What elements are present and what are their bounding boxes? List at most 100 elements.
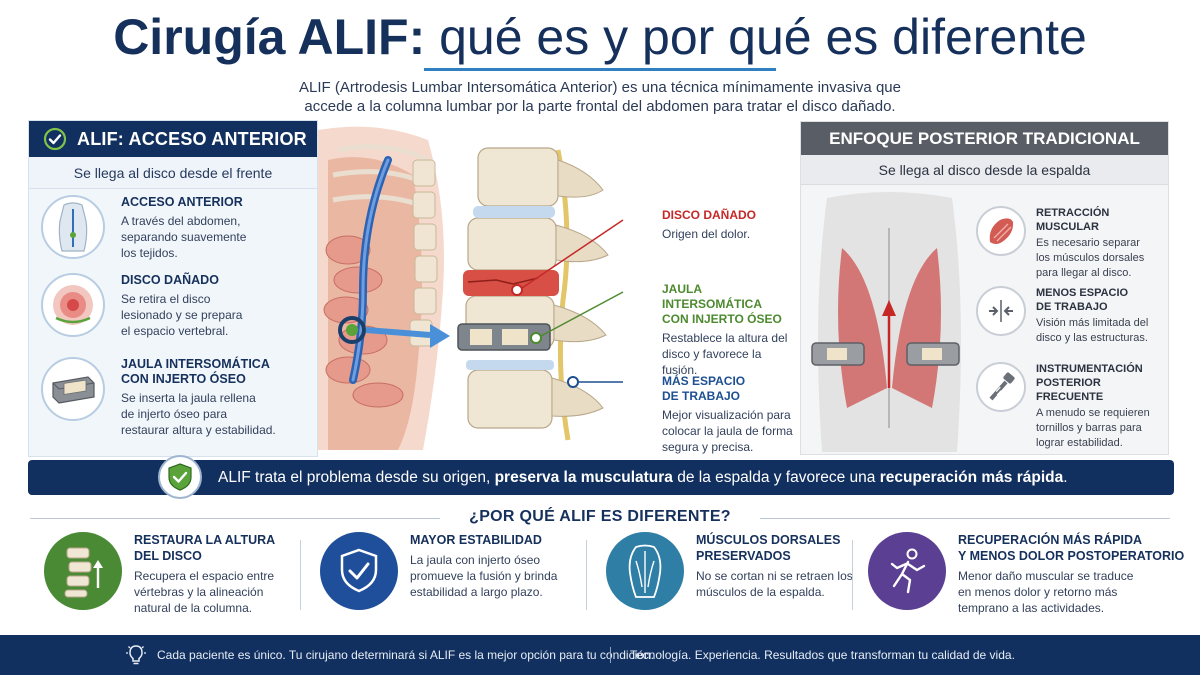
benefit-line: natural de la columna. xyxy=(134,601,253,615)
alif-panel-title: ALIF: ACCESO ANTERIOR xyxy=(77,128,307,149)
benefit-line: promueve la fusión y brinda xyxy=(410,569,558,583)
lightbulb-icon xyxy=(126,645,146,665)
posterior-panel-title: ENFOQUE POSTERIOR TRADICIONAL xyxy=(801,122,1168,155)
runner-icon xyxy=(868,532,946,610)
benefit-heading-1: RESTAURA LA ALTURA xyxy=(134,533,276,547)
benefit-heading-1: MÚSCULOS DORSALES xyxy=(696,533,841,547)
benefit-disc-height: RESTAURA LA ALTURA DEL DISCO Recupera el… xyxy=(44,532,275,616)
title-light: qué es y por qué es diferente xyxy=(425,9,1087,65)
feature-heading-2: POSTERIOR FRECUENTE xyxy=(1036,377,1104,403)
feature-anterior-access: ACCESO ANTERIOR A través del abdomen, se… xyxy=(41,195,311,261)
title-underline xyxy=(424,68,776,71)
feature-heading: RETRACCIÓN MUSCULAR xyxy=(1036,207,1110,233)
benefit-heading-1: MAYOR ESTABILIDAD xyxy=(410,533,542,547)
alif-panel-subtitle: Se llega al disco desde el frente xyxy=(29,157,317,189)
feature-line: Es necesario separar xyxy=(1036,237,1140,249)
footer-separator xyxy=(610,647,611,663)
feature-line: para llegar al disco. xyxy=(1036,267,1132,279)
benefit-line: La jaula con injerto óseo xyxy=(410,553,541,567)
label-heading-1: MÁS ESPACIO xyxy=(662,374,746,388)
intro-line-2: accede a la columna lumbar por la parte … xyxy=(304,98,896,115)
benefit-recovery: RECUPERACIÓN MÁS RÁPIDA Y MENOS DOLOR PO… xyxy=(868,532,1184,616)
banner-part: de la espalda y favorece una xyxy=(672,469,880,486)
divider xyxy=(760,518,1170,519)
label-damaged-disc: DISCO DAÑADO Origen del dolor. xyxy=(662,208,756,242)
intro-text: ALIF (Artrodesis Lumbar Intersomática An… xyxy=(250,78,950,116)
banner-part: . xyxy=(1063,469,1068,486)
disc-icon xyxy=(41,273,105,337)
benefit-separator xyxy=(586,540,587,610)
benefit-muscles: MÚSCULOS DORSALES PRESERVADOS No se cort… xyxy=(606,532,853,610)
benefit-line: No se cortan ni se retraen los xyxy=(696,569,853,583)
benefit-line: en menos dolor y retorno más xyxy=(958,585,1118,599)
label-desc: colocar la jaula de forma xyxy=(662,424,793,438)
feature-damaged-disc: DISCO DAÑADO Se retira el disco lesionad… xyxy=(41,273,311,339)
benefit-line: estabilidad a largo plazo. xyxy=(410,585,543,599)
feature-line: lesionado y se prepara xyxy=(121,308,243,322)
intro-line-1: ALIF (Artrodesis Lumbar Intersomática An… xyxy=(299,79,901,96)
label-heading-1: JAULA INTERSOMÁTICA xyxy=(662,282,762,311)
alif-panel-header: ALIF: ACCESO ANTERIOR xyxy=(29,121,317,157)
torso-icon xyxy=(41,195,105,259)
feature-line: separando suavemente xyxy=(121,230,247,244)
label-working-space: MÁS ESPACIO DE TRABAJO Mejor visualizaci… xyxy=(662,374,793,455)
benefit-stability: MAYOR ESTABILIDAD La jaula con injerto ó… xyxy=(320,532,557,610)
page-title: Cirugía ALIF: qué es y por qué es difere… xyxy=(0,6,1200,68)
spine-anatomy-figure xyxy=(318,126,624,451)
label-desc: segura y precisa. xyxy=(662,440,754,454)
footer-left-text: Cada paciente es único. Tu cirujano dete… xyxy=(157,648,654,662)
why-heading: ¿POR QUÉ ALIF ES DIFERENTE? xyxy=(469,508,731,525)
feature-heading: ACCESO ANTERIOR xyxy=(121,195,243,209)
anatomy-illustration: DISCO DAÑADO Origen del dolor. JAULA INT… xyxy=(318,120,798,455)
title-bold: Cirugía ALIF: xyxy=(113,9,426,65)
feature-line: Se inserta la jaula rellena xyxy=(121,391,256,405)
label-cage: JAULA INTERSOMÁTICA CON INJERTO ÓSEO Res… xyxy=(662,282,798,378)
divider xyxy=(30,518,440,519)
feature-less-space: MENOS ESPACIO DE TRABAJO Visión más limi… xyxy=(976,286,1166,346)
feature-line: restaurar altura y estabilidad. xyxy=(121,423,276,437)
benefit-heading-2: DEL DISCO xyxy=(134,549,202,563)
feature-heading-1: INSTRUMENTACIÓN xyxy=(1036,363,1143,375)
screw-icon xyxy=(976,362,1026,412)
muscle-icon xyxy=(976,206,1026,256)
feature-line: de injerto óseo para xyxy=(121,407,228,421)
feature-muscle-retraction: RETRACCIÓN MUSCULAR Es necesario separar… xyxy=(976,206,1166,281)
feature-heading-2: CON INJERTO ÓSEO xyxy=(121,372,246,386)
feature-line: lograr estabilidad. xyxy=(1036,437,1123,449)
label-heading-2: DE TRABAJO xyxy=(662,389,741,403)
feature-line: el espacio vertebral. xyxy=(121,324,229,338)
feature-heading-1: JAULA INTERSOMÁTICA xyxy=(121,357,270,371)
compress-icon xyxy=(976,286,1026,336)
back-muscles-figure xyxy=(811,192,961,452)
label-heading-2: CON INJERTO ÓSEO xyxy=(662,312,782,326)
feature-heading-2: DE TRABAJO xyxy=(1036,301,1108,313)
shield-check-icon xyxy=(158,455,202,499)
spine-icon xyxy=(44,532,122,610)
feature-line: A menudo se requieren xyxy=(1036,407,1150,419)
label-heading: DISCO DAÑADO xyxy=(662,208,757,222)
benefit-line: músculos de la espalda. xyxy=(696,585,825,599)
back-icon xyxy=(606,532,684,610)
shield-icon xyxy=(320,532,398,610)
feature-line: disco y las estructuras. xyxy=(1036,332,1148,344)
banner-bold: preserva la musculatura xyxy=(494,469,673,486)
label-desc: disco y favorece la fusión. xyxy=(662,347,762,377)
feature-interbody-cage: JAULA INTERSOMÁTICA CON INJERTO ÓSEO Se … xyxy=(41,357,311,438)
benefit-separator xyxy=(852,540,853,610)
benefit-heading-2: Y MENOS DOLOR POSTOPERATORIO xyxy=(958,549,1185,563)
label-desc: Mejor visualización para xyxy=(662,408,791,422)
posterior-panel-subtitle: Se llega al disco desde la espalda xyxy=(801,155,1168,185)
feature-line: Se retira el disco xyxy=(121,292,211,306)
benefit-heading-1: RECUPERACIÓN MÁS RÁPIDA xyxy=(958,533,1143,547)
footer: Cada paciente es único. Tu cirujano dete… xyxy=(0,635,1200,675)
footer-right-text: Tecnología. Experiencia. Resultados que … xyxy=(630,648,1015,662)
feature-line: tornillos y barras para xyxy=(1036,422,1142,434)
feature-line: los tejidos. xyxy=(121,246,178,260)
summary-banner: ALIF trata el problema desde su origen, … xyxy=(28,455,1174,499)
benefit-line: temprano a las actividades. xyxy=(958,601,1105,615)
feature-line: Visión más limitada del xyxy=(1036,317,1149,329)
banner-part: ALIF trata el problema desde su origen, xyxy=(218,469,495,486)
feature-line: A través del abdomen, xyxy=(121,214,241,228)
alif-panel: ALIF: ACCESO ANTERIOR Se llega al disco … xyxy=(28,120,318,457)
feature-posterior-instrumentation: INSTRUMENTACIÓN POSTERIOR FRECUENTE A me… xyxy=(976,362,1166,451)
